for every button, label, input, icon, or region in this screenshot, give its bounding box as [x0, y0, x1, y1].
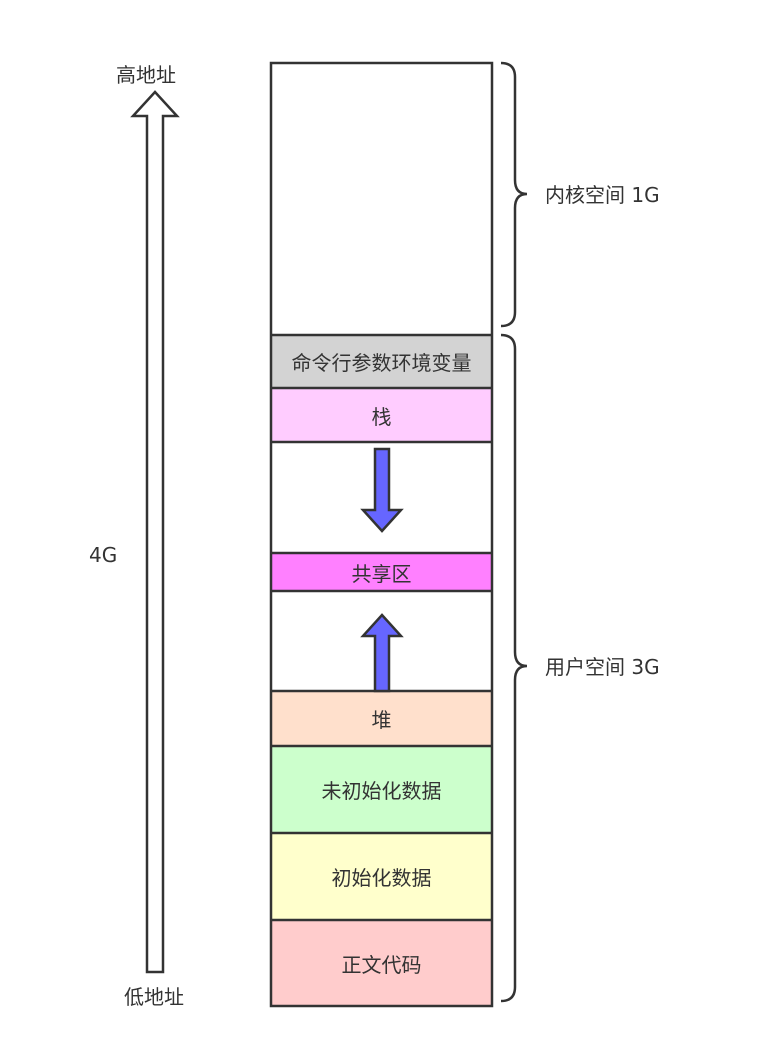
total-size-label: 4G — [89, 543, 118, 567]
stack-growth-arrow — [360, 447, 404, 533]
segment-data: 初始化数据 — [271, 833, 492, 920]
segment-bss-label: 未初始化数据 — [321, 779, 442, 803]
segment-text: 正文代码 — [271, 920, 492, 1006]
segment-args-env: 命令行参数环境变量 — [271, 335, 492, 388]
segment-stack-label: 栈 — [371, 404, 392, 429]
address-direction-arrow — [130, 90, 180, 974]
segment-text-label: 正文代码 — [341, 952, 422, 977]
heap-growth-arrow — [360, 613, 404, 693]
memory-frame — [269, 61, 494, 1008]
segment-bss: 未初始化数据 — [271, 746, 492, 833]
segment-args-env-label: 命令行参数环境变量 — [291, 351, 472, 375]
segment-outlines — [269, 61, 494, 1008]
segment-heap: 堆 — [271, 691, 492, 746]
high-address-label: 高地址 — [116, 63, 176, 87]
user-space-brace — [500, 333, 528, 1003]
kernel-space-label: 内核空间 1G — [545, 183, 660, 207]
user-space-label: 用户空间 3G — [545, 655, 660, 679]
segment-stack: 栈 — [271, 388, 492, 442]
segment-data-label: 初始化数据 — [331, 866, 432, 890]
kernel-space-brace — [500, 61, 528, 328]
segment-heap-label: 堆 — [371, 708, 392, 732]
segment-kernel — [271, 63, 492, 335]
segment-shared: 共享区 — [271, 553, 492, 591]
segment-shared-label: 共享区 — [351, 561, 412, 586]
low-address-label: 低地址 — [124, 985, 184, 1009]
